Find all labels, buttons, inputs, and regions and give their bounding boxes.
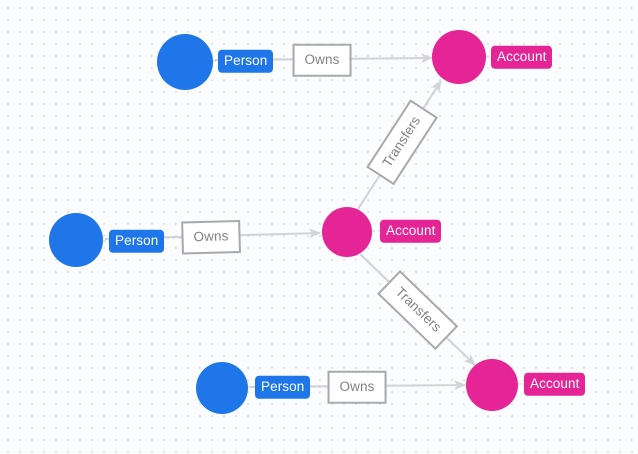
- graph-node-account-1[interactable]: [432, 30, 486, 84]
- node-badge-tether: [518, 383, 525, 385]
- graph-node-person-3[interactable]: [196, 362, 248, 414]
- node-label-person-2[interactable]: Person: [109, 229, 165, 253]
- node-badge-tether: [248, 386, 256, 388]
- edge-label-owns-2[interactable]: Owns: [181, 219, 241, 255]
- node-label-account-1[interactable]: Account: [491, 45, 553, 69]
- graph-node-account-3[interactable]: [466, 359, 518, 411]
- node-label-account-2[interactable]: Account: [380, 219, 442, 243]
- edge-label-transfers-1[interactable]: Transfers: [366, 99, 438, 185]
- graph-node-account-2[interactable]: [322, 207, 372, 257]
- edge-label-owns-3[interactable]: Owns: [327, 370, 387, 404]
- node-label-person-3[interactable]: Person: [255, 375, 311, 399]
- graph-node-person-2[interactable]: [49, 213, 103, 267]
- graph-node-person-1[interactable]: [157, 34, 213, 90]
- badge-relationship-tether: [272, 59, 292, 61]
- edge-label-owns-1[interactable]: Owns: [292, 43, 352, 77]
- badge-relationship-tether: [161, 237, 181, 239]
- badge-relationship-tether: [307, 386, 327, 388]
- node-label-account-3[interactable]: Account: [524, 372, 586, 396]
- node-label-person-1[interactable]: Person: [218, 49, 274, 73]
- node-badge-tether: [486, 56, 493, 58]
- node-badge-tether: [103, 240, 111, 242]
- node-badge-tether: [213, 60, 221, 62]
- node-badge-tether: [372, 230, 381, 232]
- edge-label-transfers-2[interactable]: Transfers: [377, 270, 459, 350]
